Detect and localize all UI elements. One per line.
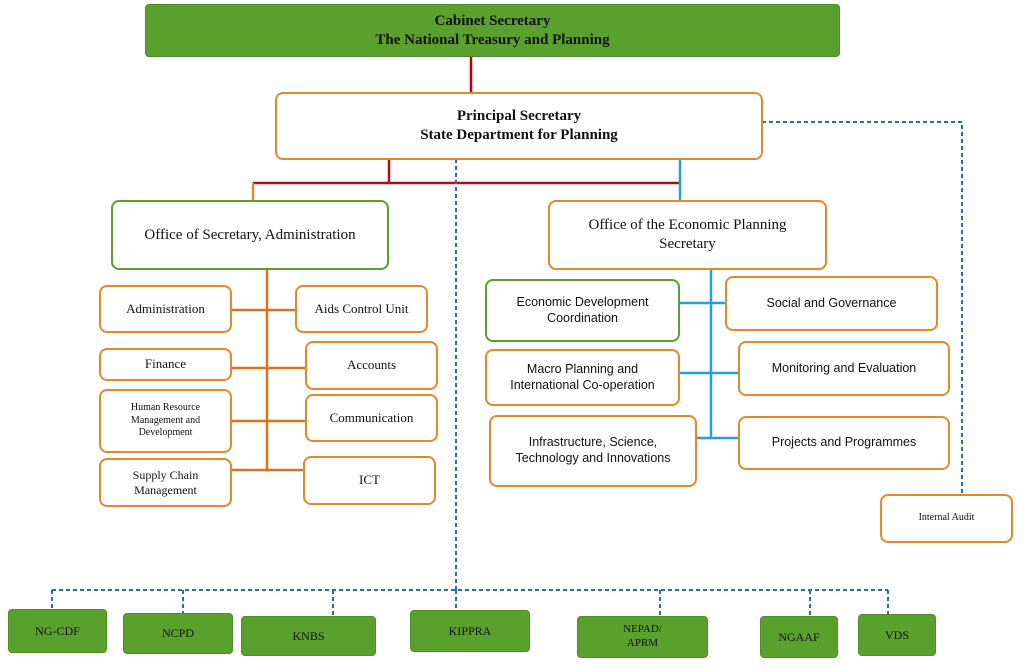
agency-ng-cdf: NG-CDF [8,609,107,653]
cabinet-secretary-subtitle: The National Treasury and Planning [375,31,610,48]
principal-secretary-title: Principal Secretary [456,108,582,125]
social-governance-box: Social and Governance [725,276,938,331]
agency-kippra: KIPPRA [410,610,530,652]
macro-planning-label: Macro Planning and International Co-oper… [510,361,655,392]
agency-knbs-label: KNBS [292,628,325,643]
agency-knbs: KNBS [241,616,376,656]
internal-audit-box: Internal Audit [880,494,1013,543]
econ-office-label: Office of the Economic Planning Secretar… [588,217,787,252]
cabinet-secretary-title: Cabinet Secretary [434,12,551,29]
agency-ncpd-label: NCPD [161,626,194,640]
communication-label: Communication [329,409,414,425]
hr-label: Human Resource Management and Developmen… [130,402,201,439]
administration-label: Administration [126,300,205,316]
aids-control-unit-box: Aids Control Unit [295,285,428,333]
social-governance-label: Social and Governance [766,295,897,310]
infrastructure-box: Infrastructure, Science, Technology and … [489,415,697,487]
admin-office-label: Office of Secretary, Administration [144,226,356,243]
agency-vds-label: VDS [884,627,909,642]
monitoring-evaluation-label: Monitoring and Evaluation [771,360,917,375]
ict-label: ICT [359,472,380,488]
cabinet-secretary-box: Cabinet Secretary The National Treasury … [145,4,840,57]
accounts-box: Accounts [305,341,438,390]
ict-box: ICT [303,456,436,505]
internal-audit-label: Internal Audit [918,512,975,524]
agency-kippra-label: KIPPRA [448,623,492,638]
finance-label: Finance [144,356,187,372]
agency-ngaaf-label: NGAAF [778,629,820,644]
agency-ngaaf: NGAAF [760,616,838,658]
hr-box: Human Resource Management and Developmen… [99,389,232,453]
finance-box: Finance [99,348,232,381]
agency-ng-cdf-label: NG-CDF [35,623,80,638]
supply-chain-label: Supply Chain Management [132,467,199,497]
admin-office-box: Office of Secretary, Administration [111,200,389,270]
principal-secretary-box: Principal Secretary State Department for… [275,92,763,160]
principal-secretary-subtitle: State Department for Planning [420,127,618,143]
agency-vds: VDS [858,614,936,656]
agency-nepad-aprm: NEPAD/ APRM [577,616,708,658]
supply-chain-box: Supply Chain Management [99,458,232,507]
agency-ncpd: NCPD [123,613,233,654]
macro-planning-box: Macro Planning and International Co-oper… [485,349,680,406]
econ-office-box: Office of the Economic Planning Secretar… [548,200,827,270]
administration-box: Administration [99,285,232,333]
projects-programmes-box: Projects and Programmes [738,416,950,470]
monitoring-evaluation-box: Monitoring and Evaluation [738,341,950,396]
infrastructure-label: Infrastructure, Science, Technology and … [515,435,671,465]
agency-nepad-aprm-label: NEPAD/ APRM [623,623,662,649]
aids-control-unit-label: Aids Control Unit [314,300,409,316]
communication-box: Communication [305,394,438,442]
accounts-label: Accounts [346,357,397,373]
econ-dev-coordination-box: Economic Development Coordination [485,279,680,342]
econ-dev-coordination-label: Economic Development Coordination [516,294,649,325]
projects-programmes-label: Projects and Programmes [771,435,917,450]
